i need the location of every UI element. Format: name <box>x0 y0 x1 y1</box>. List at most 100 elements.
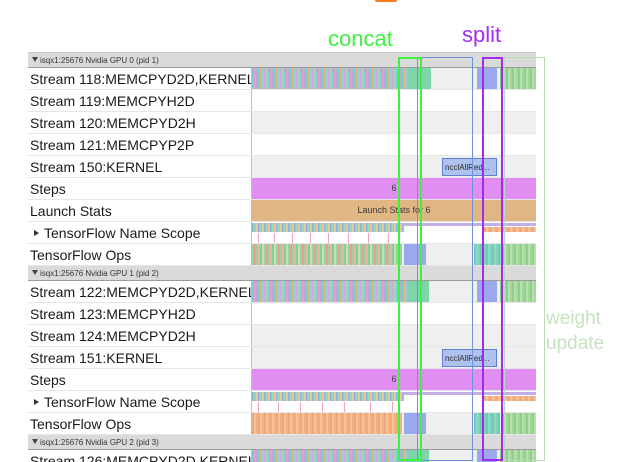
track-row-stream-151[interactable]: Stream 151:KERNEL ncclAllRed... <box>28 347 536 369</box>
split-block <box>477 281 497 302</box>
track-lane[interactable]: 6 <box>252 178 536 199</box>
clipped-orange-annotation <box>375 0 397 2</box>
weight-update-bars <box>500 281 536 302</box>
track-lane[interactable] <box>252 68 536 89</box>
track-row-steps-gpu1[interactable]: Steps 6 <box>28 369 536 391</box>
track-lane[interactable] <box>252 303 536 324</box>
concat-block <box>407 281 429 302</box>
weight-update-annotation-label: weight update <box>546 306 604 356</box>
track-row-tf-ops[interactable]: TensorFlow Ops <box>28 244 536 266</box>
track-row-stream-124[interactable]: Stream 124:MEMCPYD2H <box>28 325 536 347</box>
track-row-launch-stats[interactable]: Launch Stats Launch Stats for 6 <box>28 200 536 222</box>
weight-update-bars <box>500 68 536 89</box>
track-lane[interactable] <box>252 450 536 462</box>
expand-triangle-icon[interactable] <box>34 399 39 405</box>
track-lane[interactable]: Launch Stats for 6 <box>252 200 536 221</box>
weight-update-line-1: weight <box>546 308 601 329</box>
track-label: Steps <box>28 369 252 390</box>
track-label-text: TensorFlow Name Scope <box>44 225 201 241</box>
ops-weight-update-bars <box>502 244 536 265</box>
track-row-stream-118[interactable]: Stream 118:MEMCPYD2D,KERNEL,MI <box>28 68 536 90</box>
track-row-tf-ops-gpu1[interactable]: TensorFlow Ops <box>28 413 536 435</box>
track-lane[interactable] <box>252 222 536 243</box>
launch-stats-bar[interactable] <box>252 200 536 221</box>
track-lane[interactable] <box>252 391 536 412</box>
nccl-allreduce-block-label: ncclAllRed... <box>445 354 490 363</box>
track-lane[interactable] <box>252 413 536 434</box>
track-label: Stream 121:MEMCPYP2P <box>28 134 252 155</box>
weight-update-bars <box>500 450 536 462</box>
collapse-triangle-icon[interactable] <box>32 439 38 444</box>
launch-stats-bar-label: Launch Stats for 6 <box>357 205 431 215</box>
track-label: Stream 123:MEMCPYH2D <box>28 303 252 324</box>
concat-annotation-label: concat <box>328 26 393 51</box>
nccl-allreduce-block[interactable]: ncclAllRed... <box>442 349 497 367</box>
track-row-stream-126[interactable]: Stream 126:MEMCPYD2D,KERNEL,MI <box>28 450 536 462</box>
split-annotation-label: split <box>462 22 502 47</box>
concat-block <box>407 450 429 462</box>
track-lane[interactable] <box>252 281 536 302</box>
concat-block <box>407 68 431 89</box>
name-scope-bars-tail <box>484 227 536 232</box>
ops-concat-block <box>404 244 426 265</box>
track-label: Stream 119:MEMCPYH2D <box>28 90 252 111</box>
track-label: Steps <box>28 178 252 199</box>
name-scope-bars-tail <box>484 396 536 401</box>
name-scope-span <box>404 223 536 226</box>
split-block <box>477 450 497 462</box>
name-scope-bars <box>252 392 404 401</box>
group-header-label: isqx1:25676 Nvidia GPU 2 (pid 3) <box>40 438 159 447</box>
track-row-stream-120[interactable]: Stream 120:MEMCPYD2H <box>28 112 536 134</box>
track-row-stream-123[interactable]: Stream 123:MEMCPYH2D <box>28 303 536 325</box>
track-label: Stream 151:KERNEL <box>28 347 252 368</box>
track-row-stream-119[interactable]: Stream 119:MEMCPYH2D <box>28 90 536 112</box>
step-bar-label: 6 <box>391 374 397 384</box>
ops-weight-update-bars <box>502 413 536 434</box>
track-label: TensorFlow Ops <box>28 413 252 434</box>
track-label: Launch Stats <box>28 200 252 221</box>
track-lane[interactable]: ncclAllRed... <box>252 156 536 177</box>
track-lane[interactable] <box>252 90 536 111</box>
group-header-gpu-0[interactable]: isqx1:25676 Nvidia GPU 0 (pid 1) <box>28 53 536 68</box>
trace-viewer-panel[interactable]: isqx1:25676 Nvidia GPU 0 (pid 1) Stream … <box>28 52 536 462</box>
track-label: TensorFlow Ops <box>28 244 252 265</box>
step-bar[interactable] <box>252 369 536 390</box>
track-label: Stream 120:MEMCPYD2H <box>28 112 252 133</box>
track-row-tf-name-scope[interactable]: TensorFlow Name Scope <box>28 222 536 244</box>
ops-bars <box>252 413 402 434</box>
split-block <box>477 68 497 89</box>
track-row-stream-150[interactable]: Stream 150:KERNEL ncclAllRed... <box>28 156 536 178</box>
ops-split-block <box>474 413 500 434</box>
track-lane[interactable] <box>252 112 536 133</box>
collapse-triangle-icon[interactable] <box>32 57 38 62</box>
activity-bars <box>252 68 407 89</box>
track-row-stream-122[interactable]: Stream 122:MEMCPYD2D,KERNEL,MI <box>28 281 536 303</box>
group-header-gpu-2[interactable]: isqx1:25676 Nvidia GPU 2 (pid 3) <box>28 435 536 450</box>
track-lane[interactable]: ncclAllRed... <box>252 347 536 368</box>
ops-split-block <box>474 244 502 265</box>
group-header-label: isqx1:25676 Nvidia GPU 0 (pid 1) <box>40 56 159 65</box>
track-lane[interactable]: 6 <box>252 369 536 390</box>
ops-concat-block <box>404 413 426 434</box>
step-bar[interactable] <box>252 178 536 199</box>
nccl-allreduce-block[interactable]: ncclAllRed... <box>442 158 497 176</box>
group-header-label: isqx1:25676 Nvidia GPU 1 (pid 2) <box>40 269 159 278</box>
expand-triangle-icon[interactable] <box>34 230 39 236</box>
track-row-tf-name-scope-gpu1[interactable]: TensorFlow Name Scope <box>28 391 536 413</box>
track-label-text: TensorFlow Name Scope <box>44 394 201 410</box>
track-label: Stream 122:MEMCPYD2D,KERNEL,MI <box>28 281 252 302</box>
track-label: Stream 126:MEMCPYD2D,KERNEL,MI <box>28 450 252 462</box>
activity-bars <box>252 450 407 462</box>
track-lane[interactable] <box>252 325 536 346</box>
track-row-stream-121[interactable]: Stream 121:MEMCPYP2P <box>28 134 536 156</box>
track-row-steps[interactable]: Steps 6 <box>28 178 536 200</box>
track-label[interactable]: TensorFlow Name Scope <box>28 222 252 243</box>
track-lane[interactable] <box>252 244 536 265</box>
track-label[interactable]: TensorFlow Name Scope <box>28 391 252 412</box>
group-header-gpu-1[interactable]: isqx1:25676 Nvidia GPU 1 (pid 2) <box>28 266 536 281</box>
step-bar-label: 6 <box>391 183 397 193</box>
track-label: Stream 150:KERNEL <box>28 156 252 177</box>
collapse-triangle-icon[interactable] <box>32 270 38 275</box>
nccl-allreduce-block-label: ncclAllRed... <box>445 163 490 172</box>
track-lane[interactable] <box>252 134 536 155</box>
